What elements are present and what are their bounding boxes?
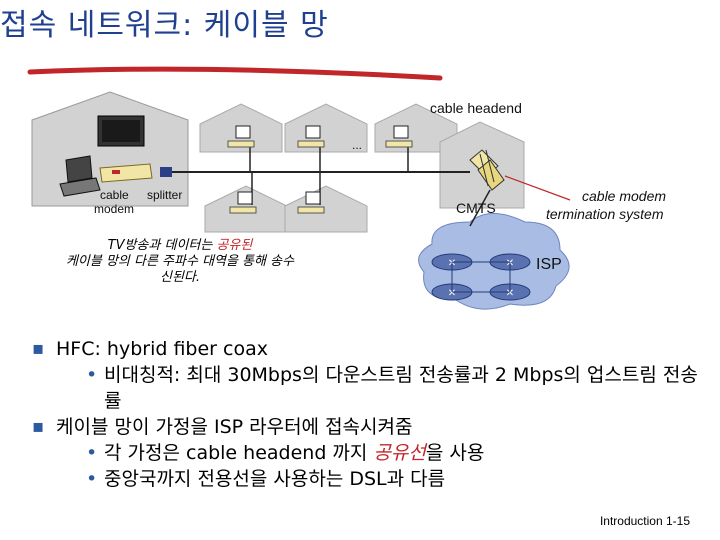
title-underline: [30, 69, 440, 78]
bullet-text: HFC: hybrid fiber coax: [56, 338, 268, 360]
isp-label: ISP: [536, 256, 562, 274]
sub-bullet-item: 비대칭적: 최대 30Mbps의 다운스트림 전송률과 2 Mbps의 업스트림…: [56, 362, 710, 414]
note-text-1: TV방송과 데이터는: [108, 238, 217, 253]
house-icon: [285, 186, 367, 232]
note-highlight: 공유된: [216, 238, 252, 253]
splitter-label: splitter: [147, 188, 182, 202]
cmts-desc-line2: termination system: [546, 206, 663, 222]
bullet-item: 케이블 망이 가정을 ISP 라우터에 접속시켜줌 각 가정은 cable he…: [30, 414, 710, 492]
note-text-2: 케이블 망의 다른 주파수 대역을 통해 송수신된다.: [66, 254, 294, 285]
bullet-item: HFC: hybrid fiber coax 비대칭적: 최대 30Mbps의 …: [30, 336, 710, 414]
sub-bullet-text: 중앙국까지 전용선을 사용하는 DSL과 다름: [104, 468, 445, 490]
bullet-text: 케이블 망이 가정을 ISP 라우터에 접속시켜줌: [56, 416, 412, 438]
cmts-label: CMTS: [456, 200, 496, 216]
sub-bullet-item: 각 가정은 cable headend 까지 공유선을 사용: [56, 440, 710, 466]
ellipsis-label: ...: [352, 138, 362, 152]
sub-bullet-text: 비대칭적: 최대 30Mbps의 다운스트림 전송률과 2 Mbps의 업스트림…: [104, 364, 698, 412]
emphasis-text: 공유선: [373, 442, 425, 464]
cmts-desc-line1: cable modem: [582, 188, 666, 204]
cable-modem-label-line1: cable: [100, 188, 129, 202]
splitter-icon: [160, 167, 172, 177]
cable-modem-label-line2: modem: [94, 202, 134, 216]
sub-bullet-item: 중앙국까지 전용선을 사용하는 DSL과 다름: [56, 466, 710, 492]
sub-bullet-text: 각 가정은 cable headend 까지: [104, 442, 373, 464]
headend-label: cable headend: [430, 100, 522, 116]
bullet-list: HFC: hybrid fiber coax 비대칭적: 최대 30Mbps의 …: [30, 336, 710, 492]
sub-bullet-text: 을 사용: [426, 442, 484, 464]
slide-footer: Introduction 1-15: [600, 514, 690, 528]
